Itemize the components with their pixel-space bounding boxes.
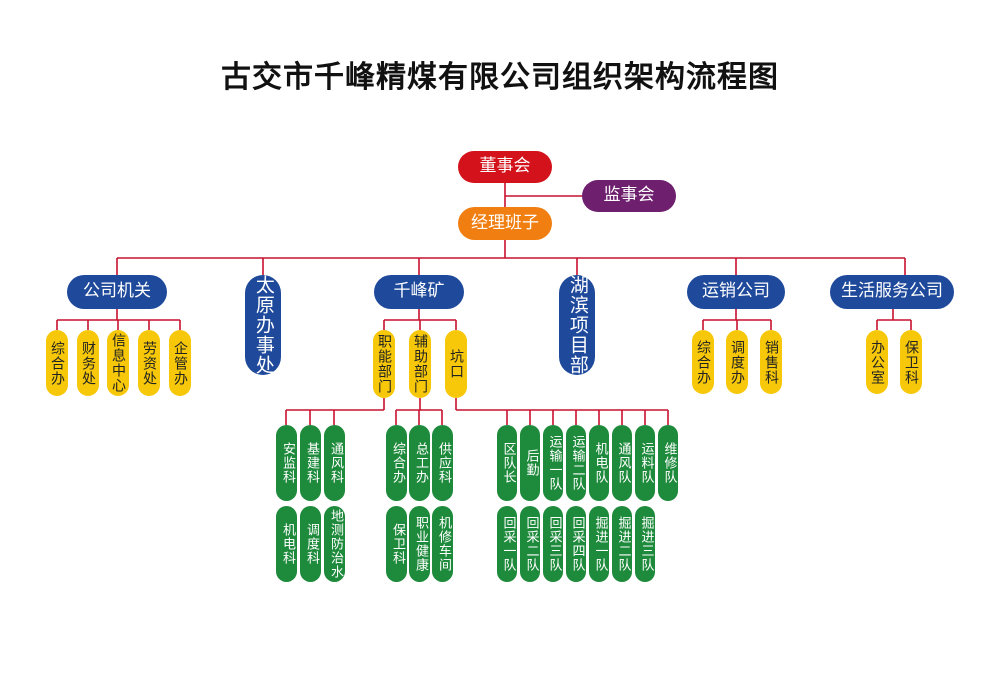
auxiliary-team: 保卫科	[386, 506, 407, 582]
functional-team: 通风科	[324, 425, 345, 501]
hq-unit: 劳资处	[138, 330, 160, 396]
pit-team: 运料队	[635, 425, 655, 501]
functional-team: 调度科	[300, 506, 321, 582]
hq-unit: 企管办	[169, 330, 191, 396]
pit-team: 运输二队	[566, 425, 586, 501]
functional-team: 基建科	[300, 425, 321, 501]
sales-unit: 销售科	[760, 330, 782, 394]
pit-team: 回采二队	[520, 506, 540, 582]
division-service: 生活服务公司	[830, 275, 954, 309]
division-sales: 运销公司	[687, 275, 785, 309]
auxiliary-team: 综合办	[386, 425, 407, 501]
pit-team: 掘进二队	[612, 506, 632, 582]
auxiliary-team: 机修车间	[432, 506, 453, 582]
pit-team: 后勤	[520, 425, 540, 501]
pit-team: 区队长	[497, 425, 517, 501]
board-of-directors: 董事会	[458, 151, 552, 183]
supervisory-board: 监事会	[582, 180, 676, 212]
hq-unit: 财务处	[77, 330, 99, 396]
service-unit: 办公室	[866, 330, 888, 394]
pit-team: 回采三队	[543, 506, 563, 582]
sales-unit: 综合办	[692, 330, 714, 394]
division-hubin: 湖滨项目部	[559, 275, 595, 375]
pit-team: 掘进三队	[635, 506, 655, 582]
pit-team: 掘进一队	[589, 506, 609, 582]
page-title: 古交市千峰精煤有限公司组织架构流程图	[221, 60, 779, 95]
service-unit: 保卫科	[900, 330, 922, 394]
pit-team: 回采四队	[566, 506, 586, 582]
mine-department-functional: 职能部门	[373, 330, 395, 398]
hq-unit: 综合办	[46, 330, 68, 396]
division-mine: 千峰矿	[374, 275, 464, 309]
pit-team: 维修队	[658, 425, 678, 501]
auxiliary-team: 供应科	[432, 425, 453, 501]
pit-team: 机电队	[589, 425, 609, 501]
functional-team: 机电科	[276, 506, 297, 582]
division-hq: 公司机关	[67, 275, 167, 309]
management-team: 经理班子	[458, 207, 552, 240]
mine-department-pit: 坑口	[445, 330, 467, 398]
functional-team: 安监科	[276, 425, 297, 501]
pit-team: 回采一队	[497, 506, 517, 582]
auxiliary-team: 职业健康	[409, 506, 430, 582]
mine-department-auxiliary: 辅助部门	[409, 330, 431, 398]
hq-unit: 信息中心	[107, 330, 129, 396]
pit-team: 通风队	[612, 425, 632, 501]
sales-unit: 调度办	[726, 330, 748, 394]
division-taiyuan: 太原办事处	[245, 275, 281, 375]
pit-team: 运输一队	[543, 425, 563, 501]
functional-team: 地测防治水	[324, 506, 345, 582]
auxiliary-team: 总工办	[409, 425, 430, 501]
